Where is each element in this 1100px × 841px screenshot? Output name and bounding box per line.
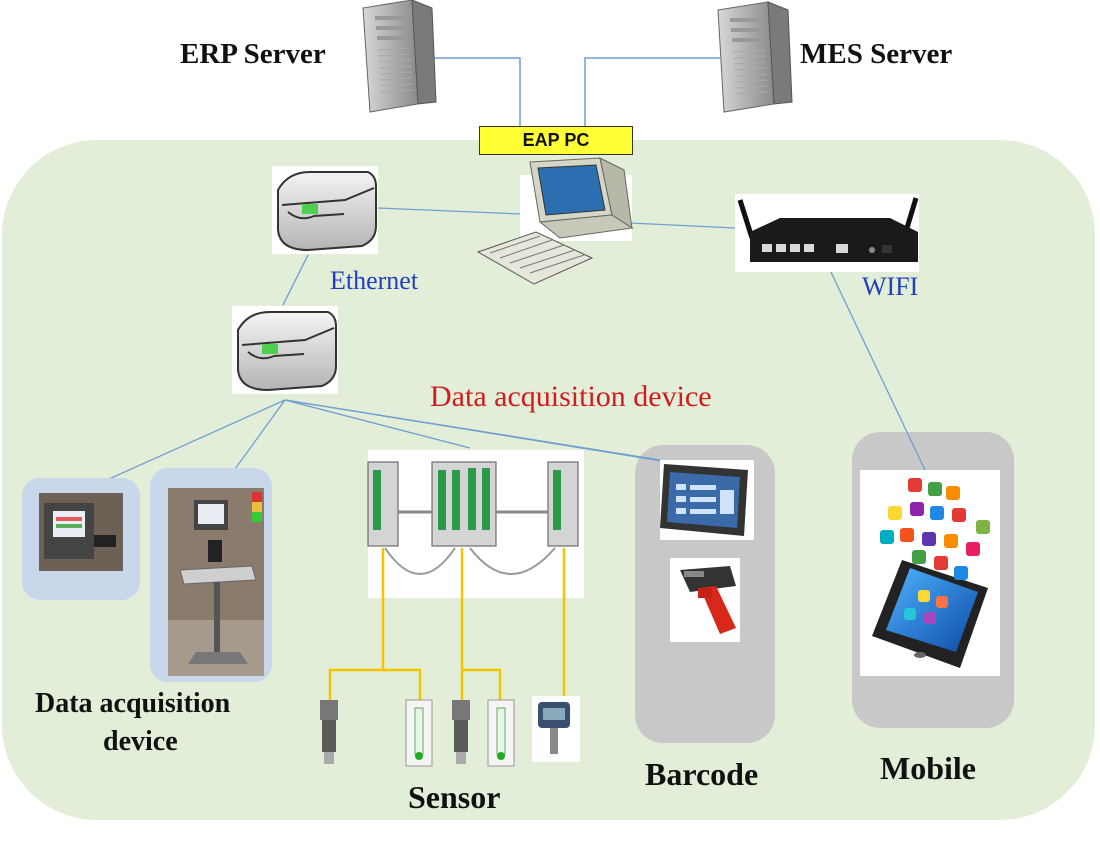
mobile-label: Mobile	[880, 750, 976, 786]
wifi-label: WIFI	[862, 272, 919, 301]
pressure-sensor-2-icon	[452, 700, 470, 764]
data-acquisition-device-label-line1: Data acquisition	[35, 688, 231, 719]
level-sensor-icon	[532, 696, 580, 762]
data-acquisition-terminal-1	[22, 478, 140, 600]
erp-server-icon	[362, 0, 437, 113]
smartphone-icon	[860, 470, 1000, 676]
mes-server-icon	[717, 1, 793, 113]
wifi-router-icon	[735, 194, 919, 272]
flow-meter-1-icon	[405, 699, 433, 767]
eap-pc-icon	[476, 157, 634, 285]
barcode-label: Barcode	[645, 756, 759, 792]
plc-modules-icon	[367, 450, 584, 598]
hmi-tablet-icon	[660, 460, 754, 540]
flow-meter-2-icon	[487, 699, 515, 767]
ethernet-switch-top-icon	[272, 166, 378, 254]
data-acquisition-device-label-line2: device	[103, 726, 178, 757]
server-links	[410, 57, 720, 126]
sensor-wires	[328, 548, 566, 700]
mes-server-label: MES Server	[800, 38, 953, 70]
barcode-scanner-icon	[670, 558, 740, 642]
data-acquisition-terminal-2	[150, 468, 272, 682]
ethernet-label: Ethernet	[330, 266, 419, 295]
network-links	[79, 207, 926, 493]
eap-pc-label: EAP PC	[479, 126, 633, 155]
sensor-label: Sensor	[408, 779, 501, 815]
app-icons	[880, 478, 990, 624]
ethernet-switch-lower-icon	[232, 306, 338, 394]
data-acquisition-device-heading: Data acquisition device	[430, 380, 712, 413]
pressure-sensor-1-icon	[320, 700, 338, 764]
erp-server-label: ERP Server	[180, 38, 326, 70]
